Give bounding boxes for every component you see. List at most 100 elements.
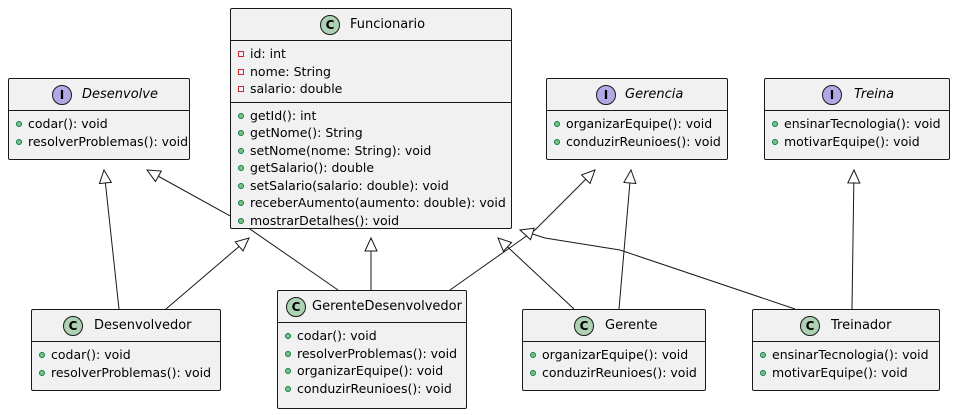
interface-name: Treina bbox=[854, 87, 895, 102]
method-text: ensinarTecnologia(): void bbox=[772, 347, 929, 362]
method-section-divider bbox=[765, 110, 949, 111]
class-stereotype-icon: C bbox=[63, 316, 83, 336]
public-visibility-icon bbox=[554, 121, 560, 127]
public-visibility-icon bbox=[772, 138, 778, 145]
interface-stereotype-icon: I bbox=[52, 85, 72, 105]
method-section-divider bbox=[9, 110, 189, 111]
method-row: setSalario(salario: double): void bbox=[238, 178, 449, 194]
method-text: setSalario(salario: double): void bbox=[250, 177, 449, 193]
edge-treinador-treina bbox=[847, 168, 861, 310]
edge-gerente-gerencia bbox=[618, 168, 637, 310]
method-section-divider bbox=[523, 341, 705, 342]
method-row: codar(): void bbox=[16, 116, 108, 132]
method-row: organizarEquipe(): void bbox=[554, 116, 712, 132]
method-text: mostrarDetalhes(): void bbox=[250, 212, 400, 228]
public-visibility-icon bbox=[285, 385, 291, 392]
method-row: organizarEquipe(): void bbox=[285, 363, 443, 379]
edge-gerente-funcionario bbox=[497, 237, 575, 310]
class-name: Funcionario bbox=[350, 17, 426, 32]
method-text: getId(): int bbox=[250, 107, 317, 123]
method-text: conduzirReunioes(): void bbox=[542, 364, 697, 380]
method-row: resolverProblemas(): void bbox=[16, 134, 188, 150]
method-text: resolverProblemas(): void bbox=[51, 364, 212, 380]
class-stereotype-icon: C bbox=[286, 297, 306, 317]
method-row: resolverProblemas(): void bbox=[285, 346, 457, 362]
method-section-divider bbox=[32, 341, 220, 342]
edge-gerentedev-gerencia bbox=[449, 169, 596, 291]
realization-arrowhead bbox=[98, 168, 113, 185]
public-visibility-icon bbox=[530, 352, 536, 358]
method-row: ensinarTecnologia(): void bbox=[760, 347, 929, 363]
method-text: getSalario(): double bbox=[250, 160, 375, 175]
interface-stereotype-icon: I bbox=[822, 85, 842, 105]
realization-arrowhead bbox=[234, 237, 250, 252]
private-visibility-icon bbox=[238, 68, 244, 75]
field-row: salario: double bbox=[238, 81, 342, 97]
method-text: conduzirReunioes(): void bbox=[297, 380, 452, 396]
public-visibility-icon bbox=[238, 200, 244, 206]
method-text: resolverProblemas(): void bbox=[28, 133, 189, 149]
field-text: id: int bbox=[250, 46, 286, 61]
public-visibility-icon bbox=[39, 369, 45, 376]
field-row: id: int bbox=[238, 46, 286, 62]
interface-name: Gerencia bbox=[625, 87, 684, 102]
realization-arrowhead bbox=[364, 236, 378, 252]
class-stereotype-icon: C bbox=[800, 316, 820, 336]
interface-name: Desenvolve bbox=[82, 87, 158, 102]
method-row: mostrarDetalhes(): void bbox=[238, 213, 399, 229]
interface-desenvolve[interactable]: I Desenvolve codar(): void resolverProble… bbox=[8, 78, 190, 160]
method-row: getNome(): String bbox=[238, 125, 363, 141]
method-text: organizarEquipe(): void bbox=[297, 363, 444, 378]
method-row: receberAumento(aumento: double): void bbox=[238, 195, 506, 211]
edge-treinador-funcionario bbox=[518, 227, 796, 310]
class-stereotype-icon: C bbox=[574, 316, 594, 336]
public-visibility-icon bbox=[238, 147, 244, 154]
method-section-divider bbox=[231, 101, 511, 103]
method-row: conduzirReunioes(): void bbox=[285, 381, 452, 397]
field-text: salario: double bbox=[250, 81, 343, 96]
realization-arrowhead bbox=[580, 169, 596, 185]
method-text: codar(): void bbox=[51, 347, 131, 362]
method-row: motivarEquipe(): void bbox=[760, 365, 908, 381]
private-visibility-icon bbox=[238, 51, 244, 57]
public-visibility-icon bbox=[238, 130, 244, 136]
realization-arrowhead bbox=[847, 168, 861, 184]
method-text: codar(): void bbox=[28, 116, 108, 131]
method-row: getId(): int bbox=[238, 108, 316, 124]
public-visibility-icon bbox=[238, 112, 244, 119]
realization-arrowhead bbox=[497, 237, 513, 253]
class-name: Gerente bbox=[605, 318, 658, 333]
public-visibility-icon bbox=[39, 352, 45, 358]
method-row: resolverProblemas(): void bbox=[39, 365, 211, 381]
method-section-divider bbox=[753, 341, 939, 342]
realization-arrowhead bbox=[145, 169, 163, 183]
field-text: nome: String bbox=[250, 63, 331, 79]
interface-stereotype-icon: I bbox=[596, 85, 616, 105]
public-visibility-icon bbox=[530, 369, 536, 376]
realization-arrowhead bbox=[518, 227, 535, 241]
method-text: conduzirReunioes(): void bbox=[566, 133, 721, 149]
method-row: getSalario(): double bbox=[238, 160, 374, 176]
realization-arrowhead bbox=[623, 168, 637, 185]
method-text: motivarEquipe(): void bbox=[772, 364, 908, 380]
method-section-divider bbox=[547, 110, 727, 111]
public-visibility-icon bbox=[285, 368, 291, 374]
method-row: motivarEquipe(): void bbox=[772, 134, 920, 150]
class-stereotype-icon: C bbox=[320, 15, 340, 35]
public-visibility-icon bbox=[16, 121, 22, 127]
method-text: codar(): void bbox=[297, 328, 377, 343]
public-visibility-icon bbox=[285, 350, 291, 357]
public-visibility-icon bbox=[16, 138, 22, 145]
public-visibility-icon bbox=[760, 369, 766, 376]
method-text: receberAumento(aumento: double): void bbox=[250, 195, 506, 210]
edge-gerentedev-funcionario bbox=[364, 236, 378, 290]
class-funcionario[interactable]: C Funcionario id: int nome: String salario… bbox=[230, 8, 512, 229]
